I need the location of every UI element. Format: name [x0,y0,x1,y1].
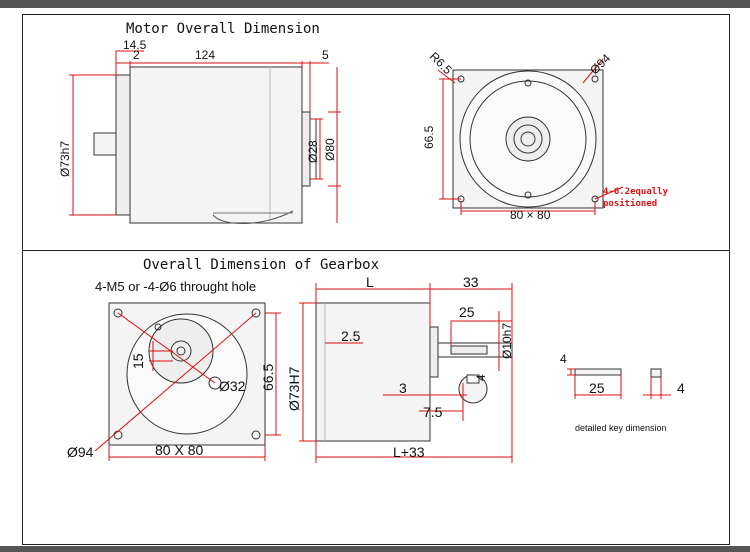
gearbox-drawing: 15 Ø32 66.5 Ø94 80 X 80 [67,274,685,463]
dim-124: 124 [195,48,215,62]
key-dims [567,368,671,399]
motor-panel: Motor Overall Dimension [22,14,730,251]
dim-2-5: 2.5 [341,328,361,344]
dim-73h7: Ø73h7 [58,141,72,177]
dim-80x80: 80 × 80 [510,208,551,222]
dim-4-shaft: 4 [474,374,488,381]
dim-73H7: Ø73H7 [286,366,302,411]
dim-5: 5 [322,48,329,62]
motor-front-view [452,69,604,209]
gearbox-side-dims [299,283,513,463]
gearbox-front-dims [94,312,281,461]
key-detail [574,368,662,378]
dim-L: L [366,274,374,290]
motor-drawing: 14.5 2 124 5 Ø73h7 Ø28 Ø80 [58,38,669,224]
bottom-border [0,546,750,552]
gearbox-title: Overall Dimension of Gearbox [143,257,380,273]
dim-2: 2 [133,48,140,62]
motor-title: Motor Overall Dimension [126,21,320,37]
dim-80x80-gb: 80 X 80 [155,442,203,458]
gearbox-panel: Overall Dimension of Gearbox 4-M5 or -4-… [22,250,730,545]
dim-L-33: L+33 [393,444,425,460]
dim-3: 3 [399,380,407,396]
dim-94-gb: Ø94 [67,444,94,460]
dim-32: Ø32 [219,378,246,394]
dim-66-5-gb: 66.5 [260,364,276,391]
motor-side-view [93,66,317,224]
key-dim-4-right: 4 [677,380,685,396]
gearbox-side-view [315,302,513,442]
dim-25: 25 [459,304,475,320]
dim-80: Ø80 [323,138,337,161]
holes-note-1: 4-6.2equally [603,187,669,197]
motor-front-dims [437,58,624,215]
dim-15: 15 [130,353,146,369]
dim-10h7: Ø10h7 [500,323,514,359]
key-caption: detailed key dimension [575,423,667,433]
key-dim-4-top: 4 [560,352,567,366]
dim-66-5: 66.5 [422,125,436,149]
motor-side-dims [69,50,341,223]
holes-note: 4-M5 or -4-Ø6 throught hole [95,279,257,294]
top-border [0,0,750,8]
dim-r6-5: R6.5 [427,49,455,77]
gearbox-front-view [108,302,266,446]
holes-note-2: positioned [603,198,657,209]
dim-28: Ø28 [306,140,320,163]
key-dim-25: 25 [589,380,605,396]
dim-14-5: 14.5 [123,38,147,52]
dim-33: 33 [463,274,479,290]
dim-7-5: 7.5 [423,404,443,420]
